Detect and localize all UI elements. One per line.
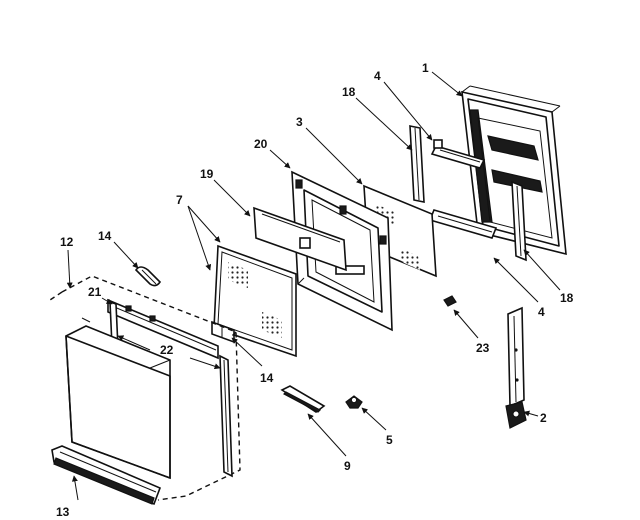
part-18-right-side-strip [511, 180, 527, 262]
callout-14-lower: 14 [260, 371, 274, 385]
leader-22a [117, 335, 151, 351]
leader-18b [523, 249, 561, 291]
leader-5 [361, 407, 387, 431]
callout-2: 2 [540, 411, 547, 425]
part-2-hinge [505, 306, 527, 429]
callout-21: 21 [88, 285, 102, 299]
callout-23: 23 [476, 341, 490, 355]
callout-3: 3 [296, 115, 303, 129]
part-12-door-assembly-outline [49, 275, 241, 501]
callout-18-lower: 18 [560, 291, 574, 305]
leader-12 [66, 249, 73, 289]
leader-2 [523, 410, 539, 417]
callout-14-upper: 14 [98, 229, 112, 243]
leader-20 [269, 149, 291, 169]
leader-7a [187, 205, 221, 243]
part-7-inner-glass [213, 244, 297, 358]
leader-13 [71, 475, 79, 501]
part-14-upper-clip [134, 266, 162, 287]
callout-12: 12 [60, 235, 74, 249]
part-19-shield-panel [253, 206, 347, 272]
callout-9: 9 [344, 459, 351, 473]
callout-19: 19 [200, 167, 214, 181]
part-22-right-channel [219, 354, 233, 478]
leader-3 [305, 127, 363, 185]
part-9-vent-bar [280, 385, 326, 413]
callout-7: 7 [176, 193, 183, 207]
part-21-top-rail [107, 298, 219, 360]
callout-13: 13 [56, 505, 70, 519]
callout-18-upper: 18 [342, 85, 356, 99]
callout-4-upper: 4 [374, 69, 381, 83]
callout-4-lower: 4 [538, 305, 545, 319]
leader-4b [493, 257, 539, 303]
part-18-left-side-strip [409, 125, 425, 203]
callout-20: 20 [254, 137, 268, 151]
leader-23 [453, 309, 479, 339]
leader-7b [187, 205, 212, 271]
leader-1 [431, 71, 463, 97]
leader-9 [307, 413, 347, 457]
part-13-bottom-handle-trim [51, 445, 162, 506]
leader-18a [355, 97, 413, 151]
callout-labels: 1 4 18 3 20 19 7 14 12 21 22 14 13 9 5 2… [56, 61, 574, 519]
leader-21 [101, 297, 113, 305]
leader-22b [189, 357, 221, 370]
leader-4a [383, 81, 433, 141]
leader-19 [213, 179, 251, 217]
leader-14a [113, 241, 139, 269]
callout-5: 5 [386, 433, 393, 447]
callout-22: 22 [160, 343, 174, 357]
door-outer-glass [65, 317, 171, 480]
part-23-screw [443, 295, 457, 307]
part-5-latch [345, 395, 363, 409]
leader-lines [66, 71, 561, 501]
part-4-upper-trim-bar [430, 139, 486, 169]
leader-14b [231, 337, 263, 367]
callout-1: 1 [422, 61, 429, 75]
part-1-outer-door-frame [461, 85, 567, 256]
